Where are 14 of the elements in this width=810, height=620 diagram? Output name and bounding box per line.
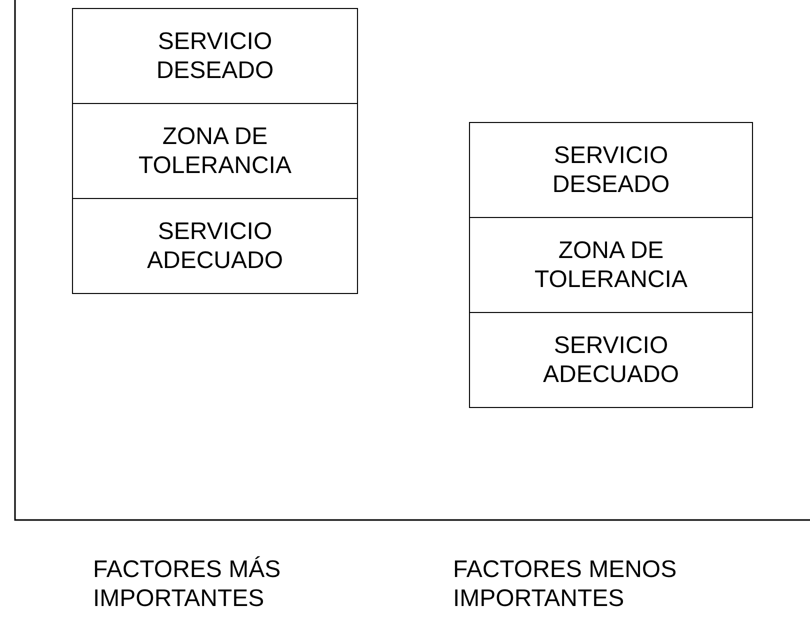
service-level-box	[469, 122, 753, 218]
box-label: ZONA DE TOLERANCIA	[534, 236, 688, 294]
box-label: ZONA DE TOLERANCIA	[138, 122, 292, 180]
service-level-box	[469, 312, 753, 408]
service-level-box	[469, 217, 753, 313]
service-level-box	[72, 8, 358, 104]
service-level-box	[72, 198, 358, 294]
box-label: SERVICIO DESEADO	[551, 141, 671, 199]
axis-category-label: FACTORES MENOS IMPORTANTES	[453, 555, 678, 613]
axis-category-label: FACTORES MÁS IMPORTANTES	[93, 555, 282, 613]
box-label: SERVICIO ADECUADO	[146, 217, 284, 275]
box-label: SERVICIO DESEADO	[155, 27, 275, 85]
box-label: SERVICIO ADECUADO	[542, 331, 680, 389]
service-level-box	[72, 103, 358, 199]
